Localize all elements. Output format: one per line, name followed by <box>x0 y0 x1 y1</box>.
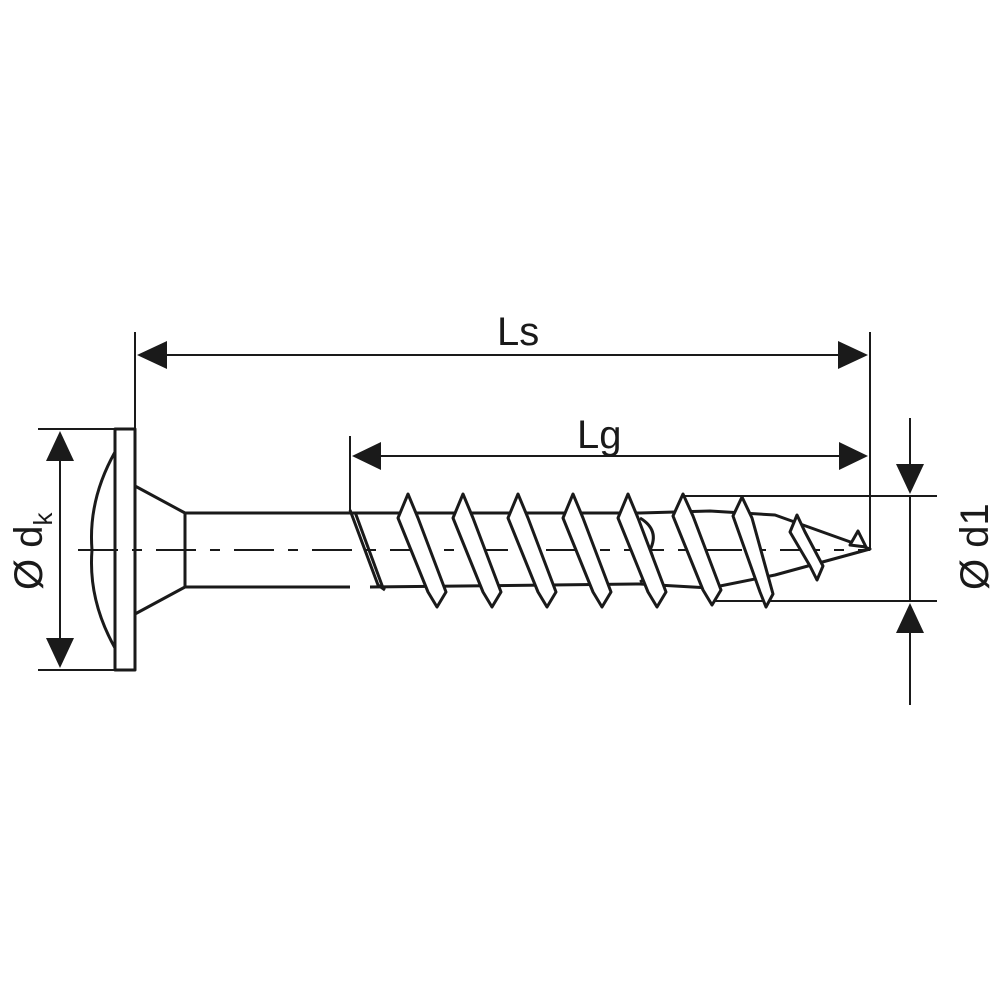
thread-tip-flight <box>848 529 868 549</box>
ls-dimension: Ls <box>134 310 871 549</box>
lg-arrow-right-icon <box>839 442 868 470</box>
dk-arrow-bottom-icon <box>46 638 74 668</box>
ls-arrow-left-icon <box>137 341 167 369</box>
countersink-cone <box>134 484 186 616</box>
dk-label-subscript: k <box>28 512 58 526</box>
washer-head <box>113 427 137 672</box>
d1-dimension: Ø d1 <box>685 418 997 705</box>
thread-flight <box>561 492 613 609</box>
d1-arrow-top-icon <box>896 464 924 494</box>
thread-flights <box>396 492 868 609</box>
thread-flight <box>788 513 825 582</box>
ls-label: Ls <box>497 310 539 354</box>
thread-start <box>348 509 386 592</box>
d1-label: Ø d1 <box>953 503 997 590</box>
lg-arrow-left-icon <box>352 442 381 470</box>
d1-arrow-bottom-icon <box>896 603 924 633</box>
screw <box>90 427 872 672</box>
lg-dimension: Lg <box>349 413 868 512</box>
dk-arrow-top-icon <box>46 431 74 461</box>
thread-flight <box>616 492 668 609</box>
thread-flight <box>671 492 723 607</box>
thread-flight <box>396 492 448 609</box>
head-dome <box>90 451 117 649</box>
lg-label: Lg <box>577 413 622 457</box>
thread-flight <box>451 492 503 609</box>
thread-flight <box>506 492 558 609</box>
dk-dimension: Ø dk <box>7 428 117 671</box>
ls-arrow-right-icon <box>838 341 868 369</box>
thread-flight <box>731 495 775 609</box>
thread-start-inner <box>353 511 385 589</box>
dk-label-symbol: Ø d <box>7 526 51 590</box>
dk-label: Ø dk <box>7 512 58 590</box>
